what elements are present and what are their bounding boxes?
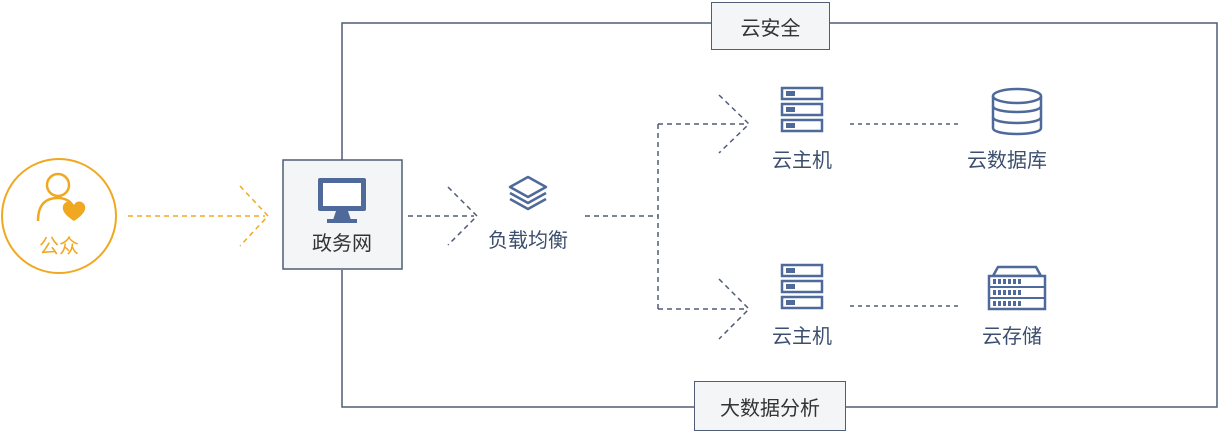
frame-outline [341,22,1218,408]
user-heart-icon [36,172,86,222]
arrow-public-to-gov [128,185,270,247]
cloud-security-label: 云安全 [711,2,830,50]
big-data-analysis-label: 大数据分析 [694,381,846,431]
public-label: 公众 [39,234,79,258]
arrowhead-top-host [718,94,751,154]
public-node [1,158,117,274]
load-balancer-label: 负载均衡 [488,228,568,252]
host-bottom-label: 云主机 [772,324,832,348]
layers-icon [508,175,548,211]
monitor-icon [318,178,366,223]
database-label: 云数据库 [967,148,1047,172]
arrow-gov-to-lb [408,186,479,246]
gov-network-label: 政务网 [312,231,372,255]
database-icon [991,87,1043,136]
storage-icon [987,265,1047,311]
host-top-label: 云主机 [772,148,832,172]
branch-lines [585,123,746,310]
server-icon-bottom [780,263,824,310]
storage-label: 云存储 [982,324,1042,348]
server-icon-top [780,86,824,133]
